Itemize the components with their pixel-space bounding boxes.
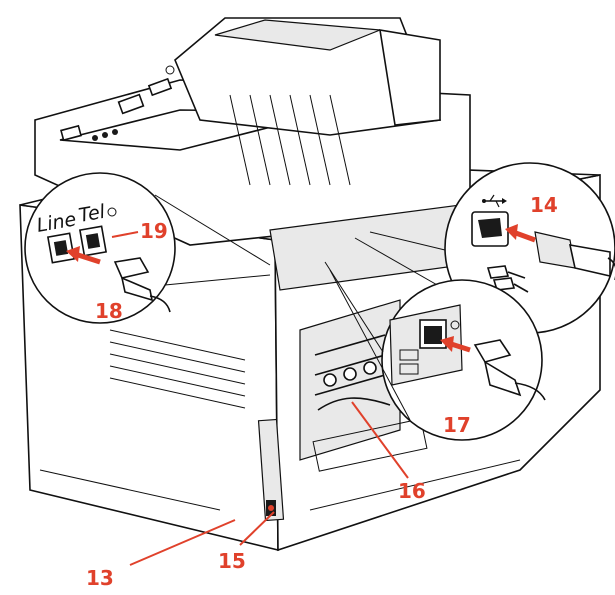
tel-label: Tel xyxy=(77,201,107,227)
side-vents xyxy=(39,329,246,511)
callout-14: 14 xyxy=(530,193,558,217)
connector-arrow-icon xyxy=(66,246,101,265)
leader-16 xyxy=(351,401,409,479)
control-panel[interactable] xyxy=(60,57,199,142)
ethernet-port-icon[interactable] xyxy=(419,319,447,349)
usb-cable xyxy=(534,231,615,280)
callout-16: 16 xyxy=(398,479,426,503)
callout-19: 19 xyxy=(140,219,168,243)
ferrite-cores xyxy=(486,265,529,293)
connector-arrow-icon xyxy=(440,336,471,353)
phone-plug xyxy=(113,257,171,313)
fax-line-zoom-callout: Line Tel 19 18 xyxy=(24,172,271,324)
callout-13: 13 xyxy=(86,566,114,590)
leader-15 xyxy=(239,511,275,546)
usb-icon xyxy=(482,194,507,208)
callout-15: 15 xyxy=(218,549,246,573)
leader-13 xyxy=(129,519,236,566)
phone-port-icon[interactable] xyxy=(78,225,108,257)
callout-17: 17 xyxy=(443,413,471,437)
connector-arrow-icon xyxy=(505,224,536,243)
line-port[interactable] xyxy=(46,232,76,264)
usb-port[interactable] xyxy=(471,211,509,247)
power-panel xyxy=(257,418,285,522)
network-zoom-callout: 17 xyxy=(324,261,546,441)
ethernet-plug xyxy=(473,339,546,401)
callout-18: 18 xyxy=(95,299,123,323)
